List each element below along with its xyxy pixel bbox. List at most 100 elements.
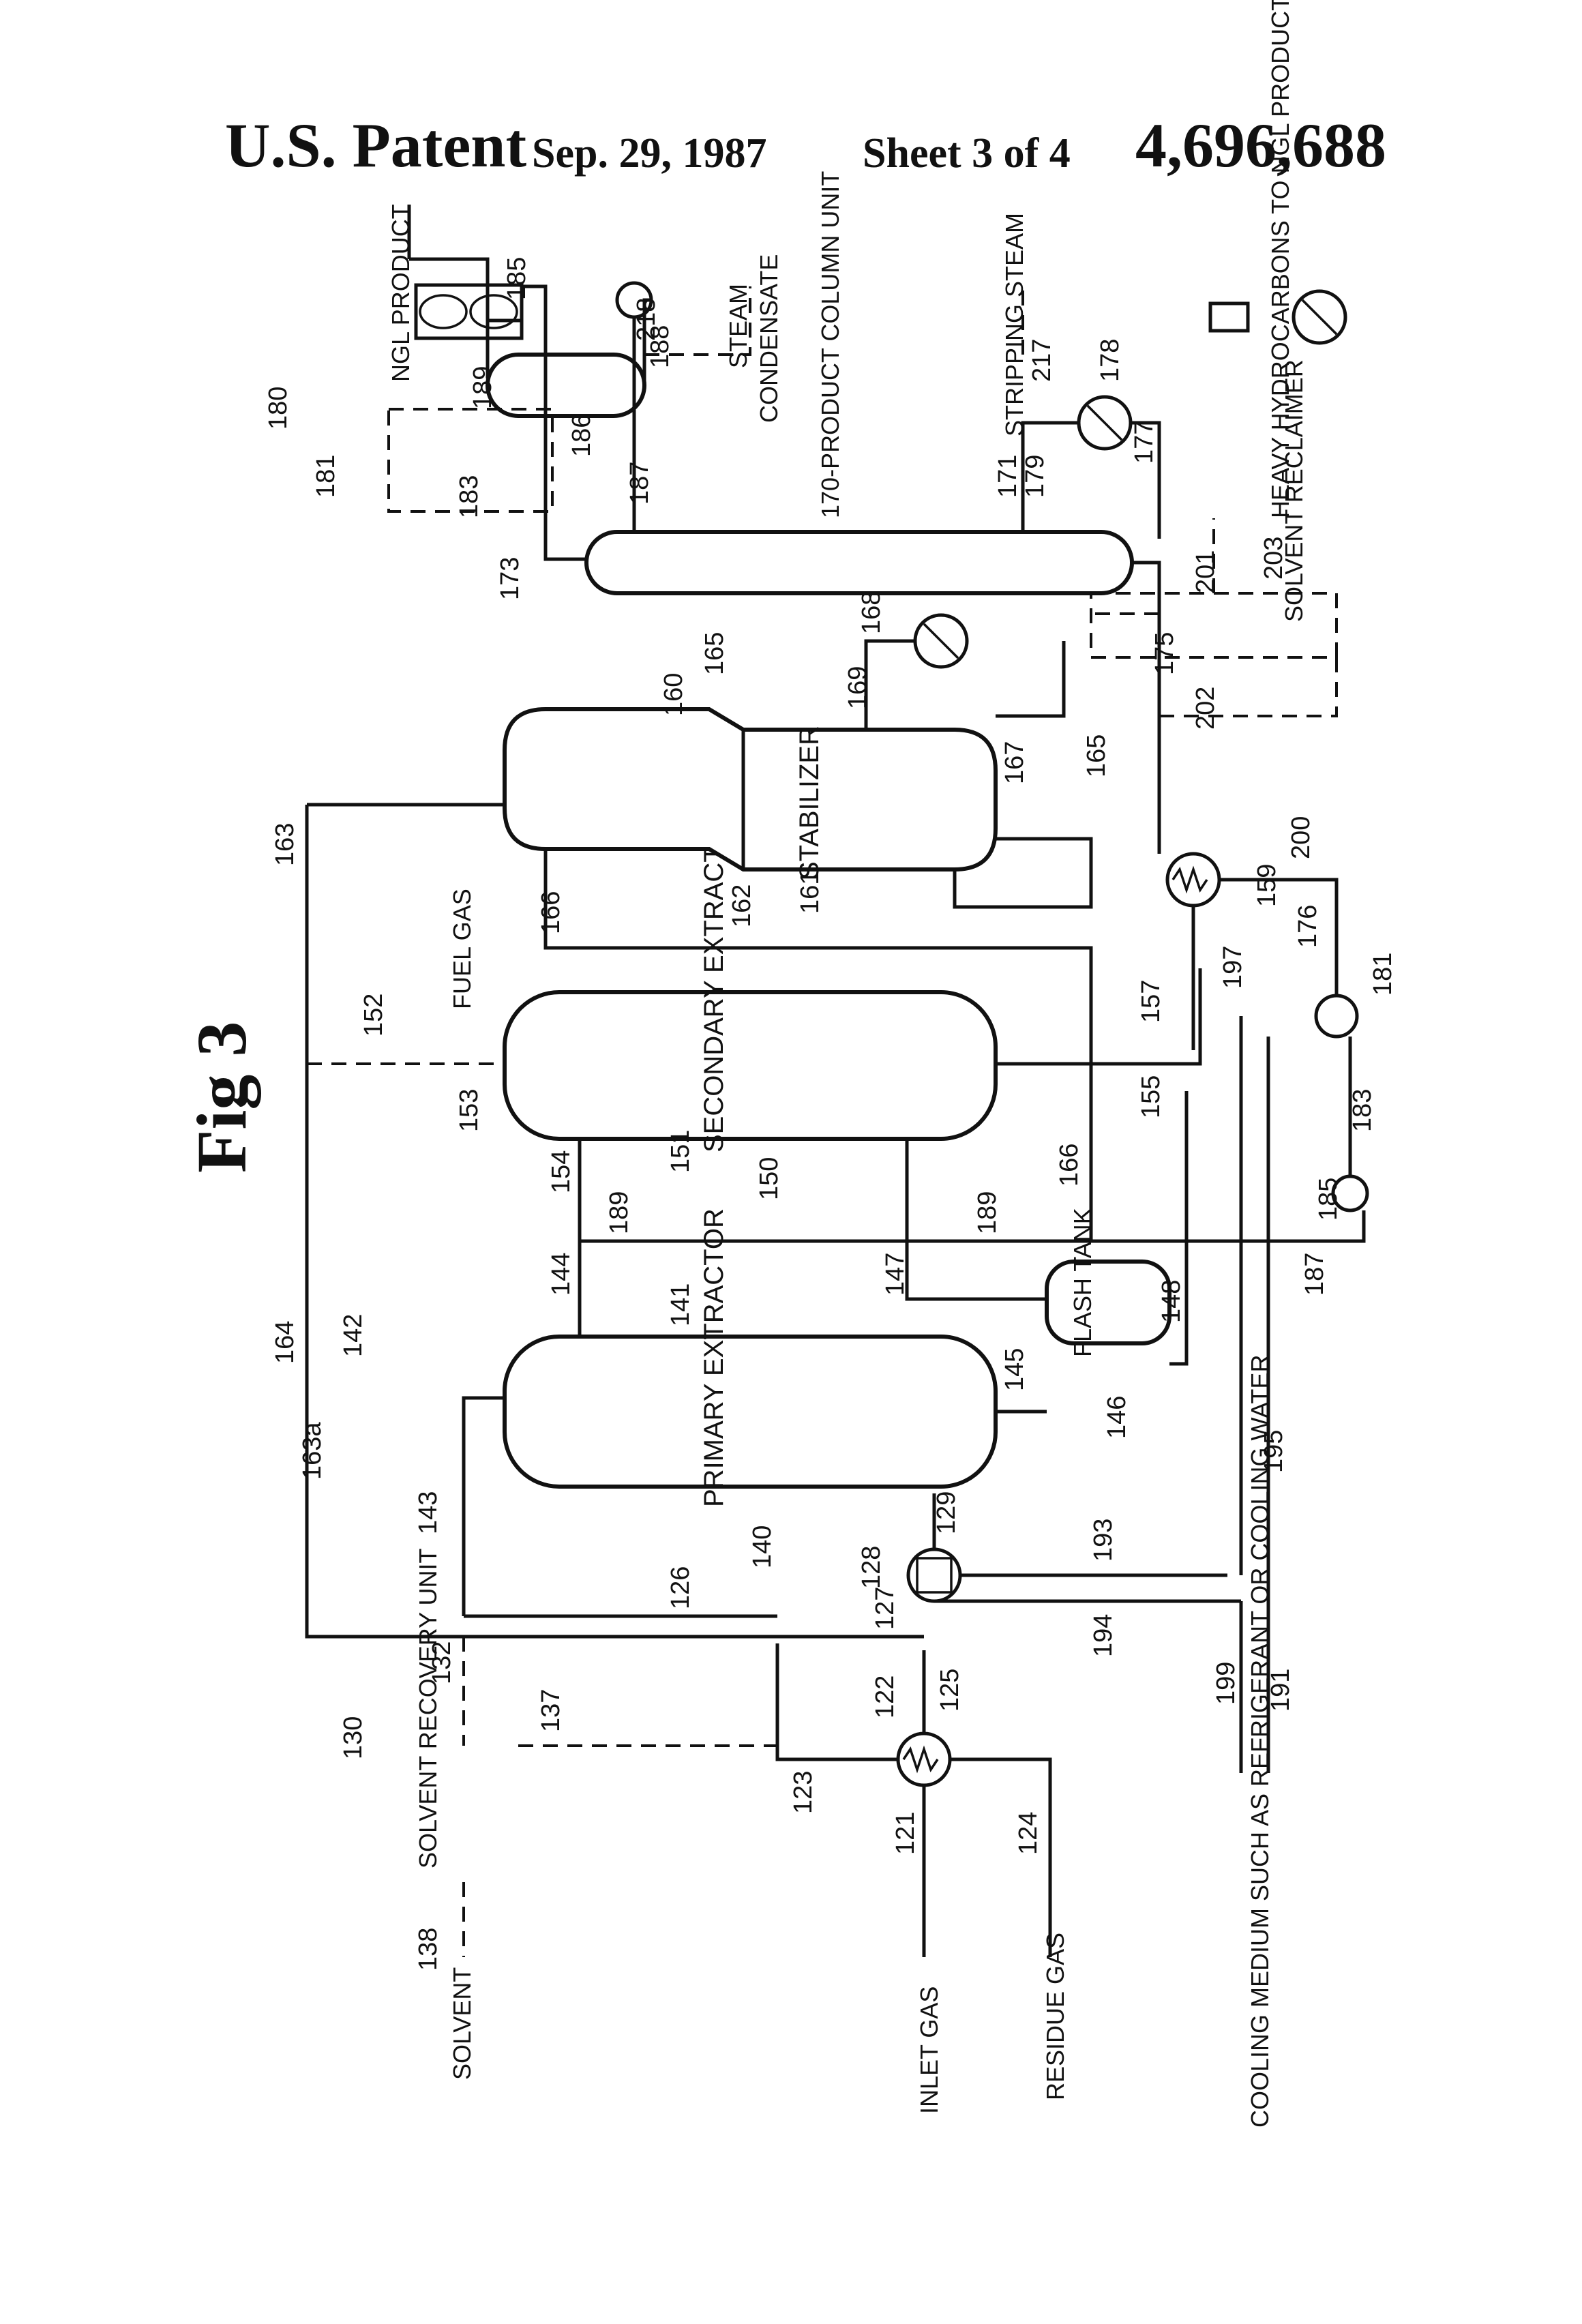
ref-159: 159 xyxy=(1253,864,1281,907)
pump-181-icon xyxy=(1316,996,1357,1037)
condensate-label: CONDENSATE xyxy=(755,254,783,423)
secondary-extractor-vessel xyxy=(505,992,996,1139)
ref-173: 173 xyxy=(496,557,524,600)
exchanger-122-coil-icon xyxy=(904,1749,938,1770)
solvent-label: SOLVENT xyxy=(448,1967,476,2080)
ref-141: 141 xyxy=(666,1283,695,1326)
heavy-hydrocarbons-label: HEAVY HYDROCARBONS TO NGL PRODUCT xyxy=(1266,0,1294,518)
flash-tank-vessel xyxy=(1047,1262,1169,1343)
ref-175: 175 xyxy=(1150,632,1179,675)
ref-154: 154 xyxy=(547,1150,576,1193)
exchanger-168-diag xyxy=(924,624,958,658)
steam-label: STEAM xyxy=(724,284,752,368)
air-cooler-fan-icon xyxy=(420,295,466,328)
ref-163: 163 xyxy=(271,823,299,866)
ref-197: 197 xyxy=(1219,946,1247,989)
ref-121: 121 xyxy=(891,1812,920,1855)
stabilizer-label: STABILIZER xyxy=(794,726,824,880)
ref-124: 124 xyxy=(1014,1812,1043,1855)
ref-183b: 183 xyxy=(1348,1089,1377,1132)
ref-218: 218 xyxy=(632,298,661,341)
ref-181a: 181 xyxy=(312,455,340,498)
ref-157: 157 xyxy=(1137,980,1165,1023)
ref-167: 167 xyxy=(1000,741,1029,784)
ref-163a: 163a xyxy=(298,1422,327,1480)
ref-153: 153 xyxy=(455,1089,483,1132)
ref-183a: 183 xyxy=(455,475,483,518)
ref-132: 132 xyxy=(428,1641,456,1684)
ejector-164-icon xyxy=(1210,303,1248,331)
ref-126: 126 xyxy=(666,1566,695,1609)
ref-123: 123 xyxy=(789,1771,818,1814)
ref-176: 176 xyxy=(1294,905,1322,948)
line-162 xyxy=(996,839,1091,873)
ref-144: 144 xyxy=(547,1253,576,1296)
fuel-gas-label: FUEL GAS xyxy=(448,889,476,1009)
exchanger-128-coil-icon xyxy=(917,1558,951,1592)
ref-191: 191 xyxy=(1266,1669,1295,1712)
primary-extractor-label: PRIMARY EXTRACTOR xyxy=(699,1208,729,1507)
stripping-steam-label: STRIPPING STEAM xyxy=(1000,213,1028,436)
line-165 xyxy=(996,641,1064,716)
line-143 xyxy=(464,1398,505,1616)
ref-171: 171 xyxy=(994,455,1022,498)
ref-168: 168 xyxy=(857,591,886,634)
exchanger-142-diag xyxy=(1302,300,1337,334)
ref-179: 179 xyxy=(1021,455,1049,498)
line-189-recycle xyxy=(580,1210,1364,1241)
ref-125: 125 xyxy=(936,1669,964,1712)
ref-199: 199 xyxy=(1212,1662,1240,1705)
ref-203: 203 xyxy=(1259,537,1288,580)
ref-148: 148 xyxy=(1157,1280,1186,1323)
inlet-gas-label: INLET GAS xyxy=(915,1986,943,2114)
ref-177: 177 xyxy=(1130,421,1159,464)
ref-146: 146 xyxy=(1103,1396,1131,1439)
ref-165a: 165 xyxy=(700,632,729,675)
line-169 xyxy=(866,641,915,730)
ref-164: 164 xyxy=(271,1321,299,1364)
exchanger-178-diag xyxy=(1088,406,1122,440)
ref-187b: 187 xyxy=(1300,1253,1329,1296)
ref-189c: 189 xyxy=(973,1191,1002,1234)
figure-title: Fig 3 xyxy=(183,1022,261,1173)
ref-166b: 166 xyxy=(1055,1144,1084,1187)
ref-155: 155 xyxy=(1137,1075,1165,1118)
ref-143: 143 xyxy=(414,1491,443,1534)
ref-193: 193 xyxy=(1089,1519,1118,1562)
ref-200: 200 xyxy=(1287,816,1315,859)
residue-gas-label: RESIDUE GAS xyxy=(1041,1933,1069,2100)
ref-186: 186 xyxy=(567,414,596,457)
exchanger-122-icon xyxy=(898,1733,950,1785)
ref-187a: 187 xyxy=(625,462,654,505)
line-202 xyxy=(1159,657,1337,716)
ref-165b: 165 xyxy=(1082,734,1111,777)
primary-extractor-vessel xyxy=(505,1337,996,1487)
ref-147: 147 xyxy=(881,1253,910,1296)
ref-181b: 181 xyxy=(1369,953,1397,996)
ref-166a: 166 xyxy=(537,891,565,934)
ref-152: 152 xyxy=(359,994,388,1037)
ref-140: 140 xyxy=(748,1525,777,1568)
line-124 xyxy=(950,1759,1050,1957)
ref-178: 178 xyxy=(1096,339,1124,382)
ref-150: 150 xyxy=(755,1157,783,1200)
exchanger-159-coil-icon xyxy=(1173,869,1207,890)
ref-189a: 189 xyxy=(468,366,497,409)
ref-160: 160 xyxy=(659,673,688,716)
ref-185a: 185 xyxy=(503,257,531,300)
ref-185b: 185 xyxy=(1314,1178,1343,1221)
line-155 xyxy=(996,968,1200,1064)
stabilizer-vessel xyxy=(505,709,996,869)
ref-142: 142 xyxy=(339,1314,368,1357)
ref-138: 138 xyxy=(414,1928,443,1971)
product-column-vessel xyxy=(586,532,1132,593)
product-column-unit-label: 170-PRODUCT COLUMN UNIT xyxy=(816,171,844,518)
ref-162: 162 xyxy=(728,884,756,927)
ref-122: 122 xyxy=(871,1675,899,1718)
ngl-product-label: NGL PRODUCT xyxy=(387,204,415,382)
ref-189b: 189 xyxy=(605,1191,633,1234)
ref-130: 130 xyxy=(339,1716,368,1759)
line-175 xyxy=(1132,563,1159,854)
ref-161: 161 xyxy=(796,871,824,914)
